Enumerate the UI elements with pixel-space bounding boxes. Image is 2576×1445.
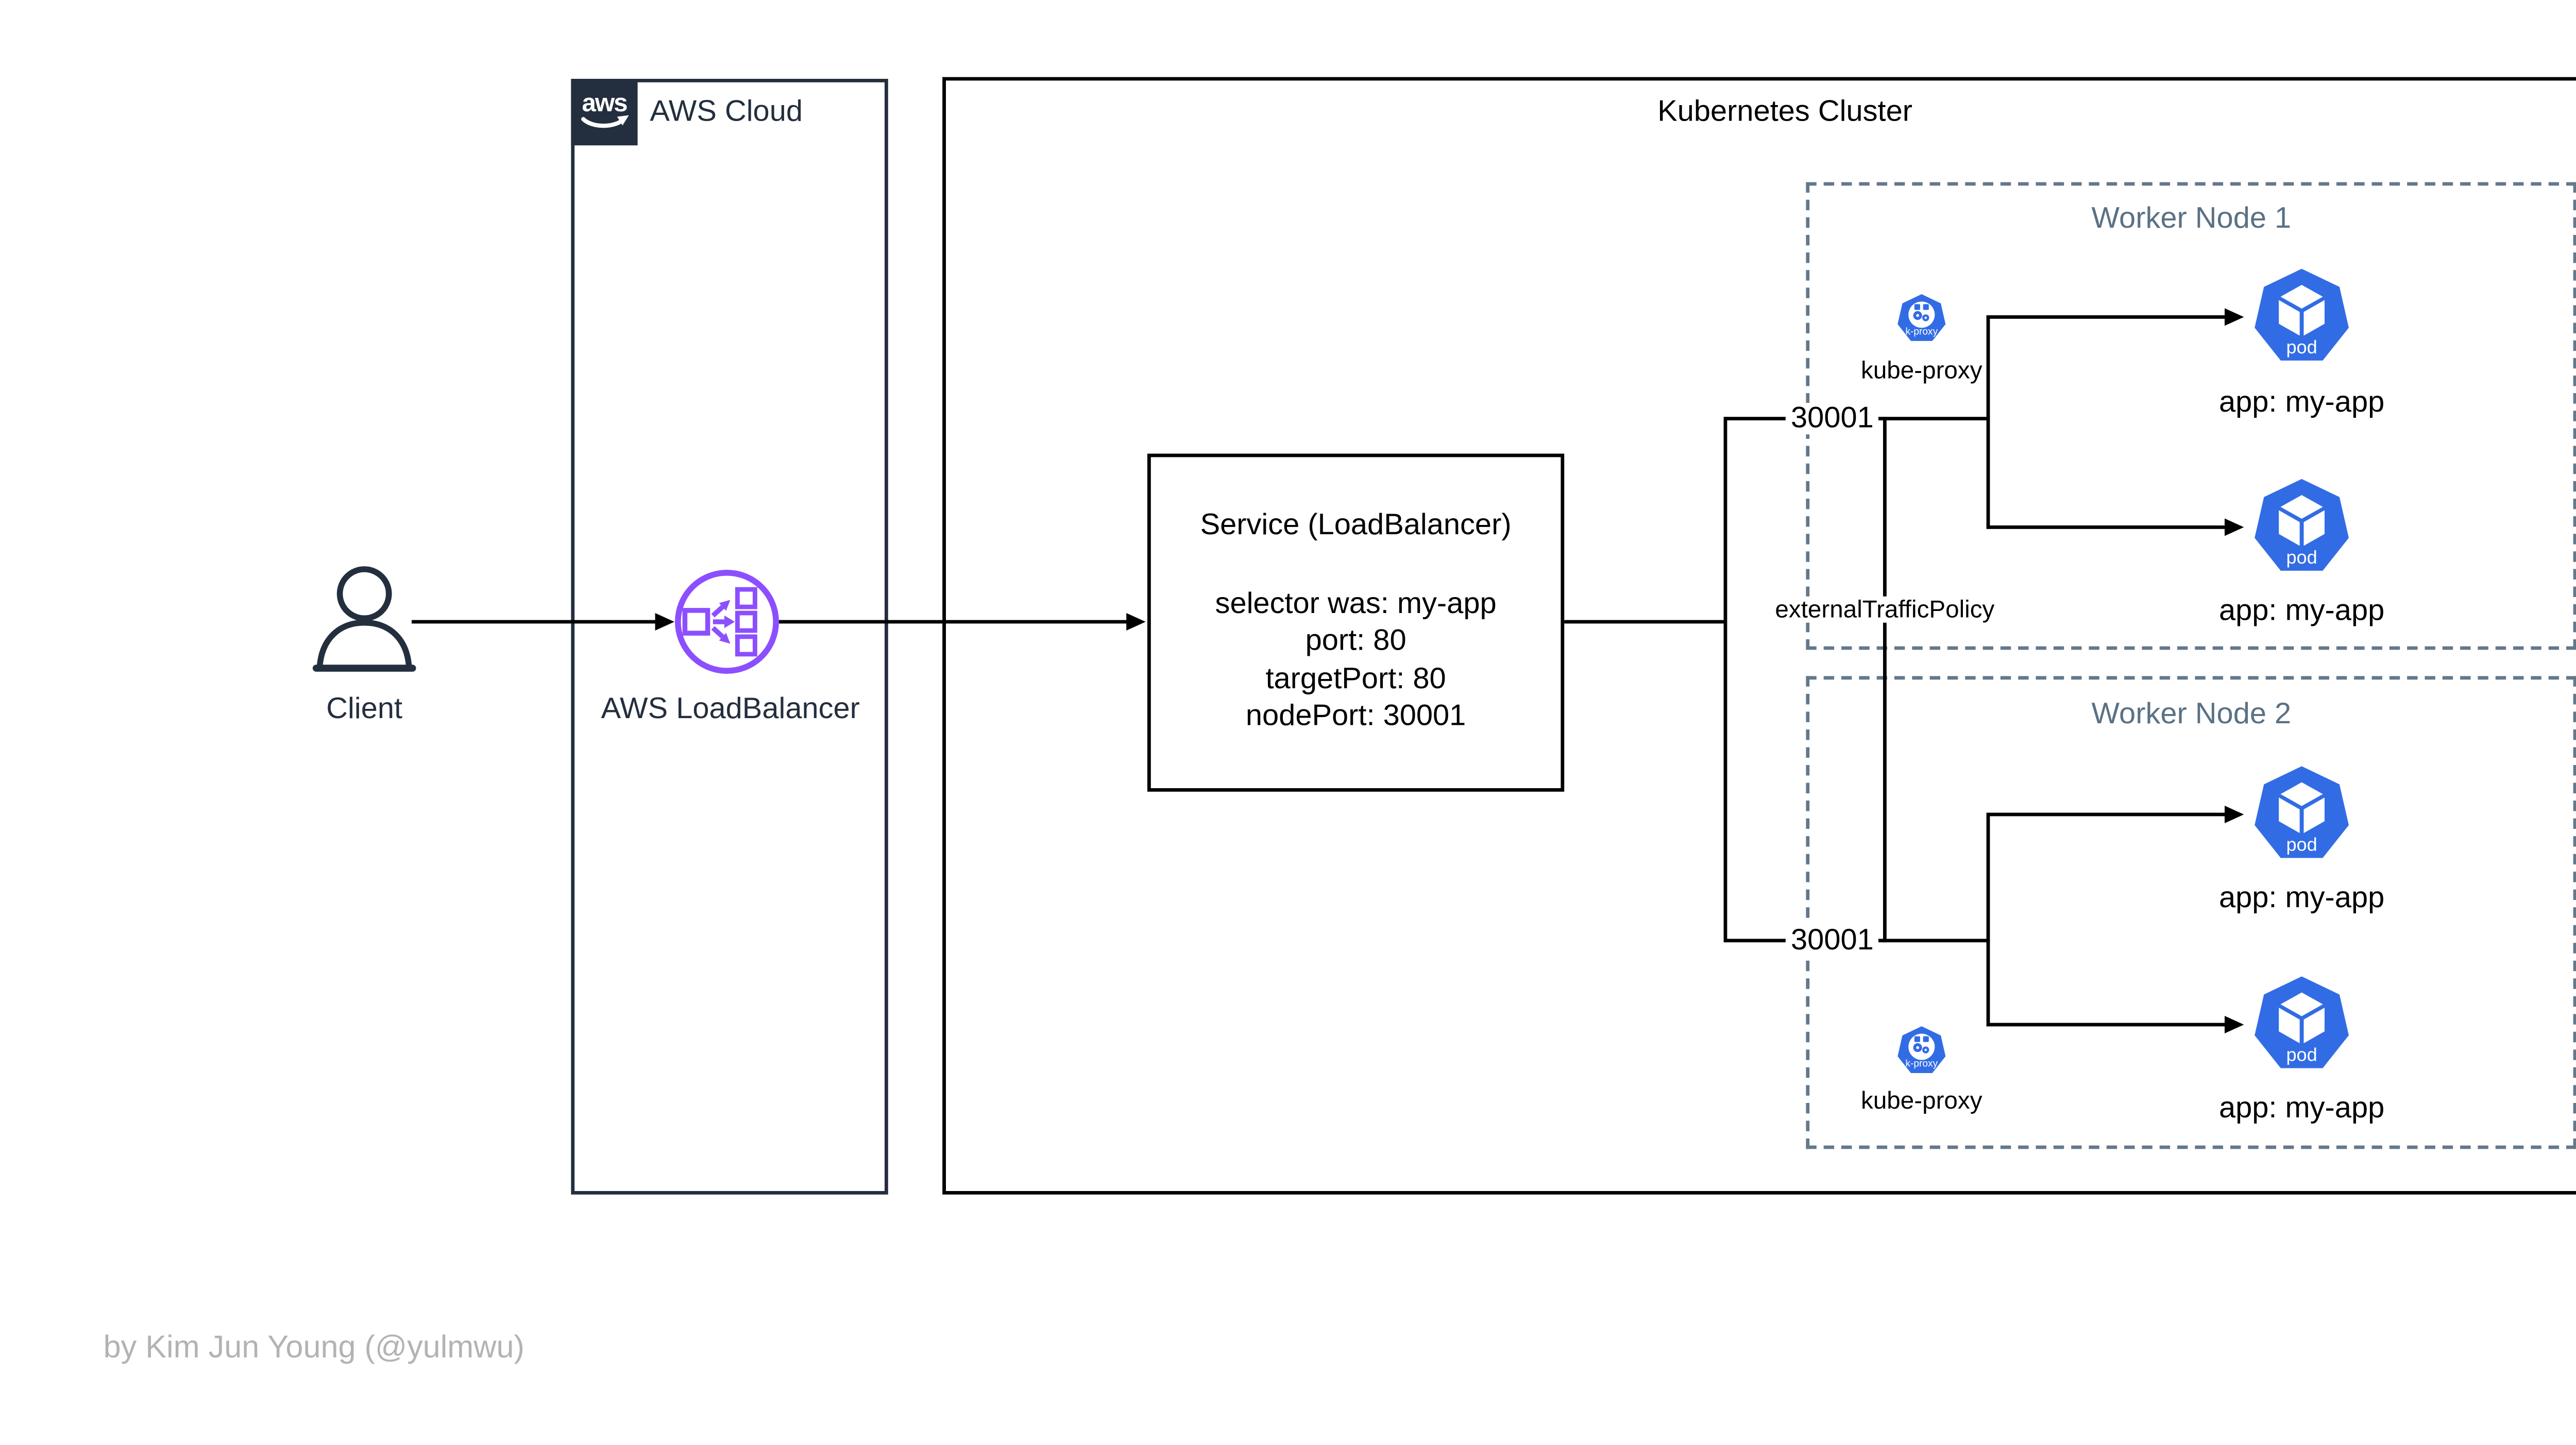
wn1-branch-line [1986, 315, 1990, 529]
worker-node-2-box [1806, 676, 2576, 1149]
aws-logo-badge: aws [571, 79, 638, 146]
attribution-text: by Kim Jun Young (@yulmwu) [103, 1329, 524, 1365]
wn2-kube-proxy-label: kube-proxy [1861, 1086, 1982, 1114]
wn1-kube-proxy-icon: k-proxy [1897, 294, 1946, 341]
edge-to-pod-1 [1988, 315, 2227, 319]
worker-node-2-title: Worker Node 2 [2091, 697, 2292, 730]
edge-lb-to-service [777, 620, 1128, 624]
arrowhead-pod-1 [2225, 308, 2244, 326]
wn2-kube-proxy-icon: k-proxy [1897, 1026, 1946, 1074]
nodeport-label-bottom: 30001 [1785, 924, 1879, 957]
pod-3-label: app: my-app [2218, 881, 2385, 914]
pod-4-label: app: my-app [2218, 1091, 2385, 1125]
service-box [1147, 453, 1565, 792]
pod-1-icon: pod [2255, 268, 2349, 361]
worker-node-1-title: Worker Node 1 [2091, 201, 2292, 235]
edge-to-pod-2 [1988, 525, 2227, 529]
aws-logo-icon: aws [581, 89, 629, 128]
aws-loadbalancer-icon [675, 570, 779, 674]
pod-1-label: app: my-app [2218, 385, 2385, 419]
pod-3-icon-text: pod [2286, 834, 2317, 855]
arrowhead-pod-3 [2225, 806, 2244, 823]
arrowhead-pod-2 [2225, 518, 2244, 536]
pod-4-icon-text: pod [2286, 1044, 2317, 1065]
client-label: Client [326, 692, 403, 725]
service-detail-nodeport: nodePort: 30001 [1245, 699, 1466, 733]
service-detail-selector: selector was: my-app [1215, 587, 1497, 620]
aws-loadbalancer-label: AWS LoadBalancer [601, 692, 860, 725]
service-detail-port: port: 80 [1305, 624, 1406, 658]
wn2-branch-line [1986, 812, 1990, 1027]
edge-service-to-bus [1564, 620, 1725, 624]
external-traffic-policy-label: externalTrafficPolicy [1770, 596, 2000, 623]
aws-logo-text: aws [582, 89, 627, 117]
client-person-icon [312, 566, 416, 672]
arrowhead-pod-4 [2225, 1016, 2244, 1033]
edge-to-pod-3 [1988, 812, 2227, 817]
nodeport-label-top: 30001 [1785, 402, 1879, 435]
edge-to-pod-4 [1988, 1023, 2227, 1027]
external-traffic-policy-line [1883, 417, 1887, 943]
wn1-kube-proxy-icon-text: k-proxy [1905, 326, 1938, 337]
pod-2-icon: pod [2255, 479, 2349, 571]
arrowhead-lb-to-service [1126, 613, 1146, 631]
service-title: Service (LoadBalancer) [1200, 508, 1512, 541]
pod-3-icon: pod [2255, 766, 2349, 858]
arrowhead-client-to-lb [655, 613, 674, 631]
wn2-kube-proxy-icon-text: k-proxy [1905, 1059, 1938, 1069]
wn1-kube-proxy-label: kube-proxy [1861, 355, 1982, 384]
pod-4-icon: pod [2255, 976, 2349, 1068]
aws-cloud-title: AWS Cloud [650, 94, 803, 128]
edge-client-to-lb [412, 620, 657, 624]
kubernetes-cluster-title: Kubernetes Cluster [1657, 94, 1913, 128]
service-detail-targetport: targetPort: 80 [1265, 661, 1446, 695]
nodeport-bus-line [1723, 417, 1727, 943]
pod-2-label: app: my-app [2218, 593, 2385, 627]
pod-2-icon-text: pod [2286, 547, 2317, 568]
service-details: selector was: my-app port: 80 targetPort… [1147, 585, 1564, 735]
pod-1-icon-text: pod [2286, 336, 2317, 358]
